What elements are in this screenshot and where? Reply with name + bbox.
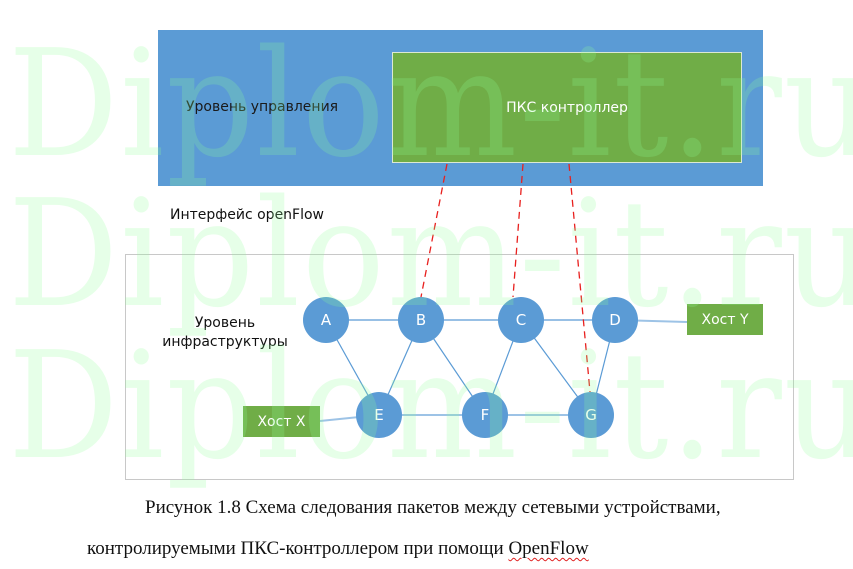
node-b: B: [398, 297, 444, 343]
caption-text: контролируемыми ПКС-контроллером при пом…: [87, 538, 509, 559]
node-d: D: [592, 297, 638, 343]
openflow-interface-label: Интерфейс openFlow: [170, 207, 325, 223]
node-g: G: [568, 392, 614, 438]
openflow-link-c: [512, 163, 524, 298]
node-a-label: A: [320, 311, 332, 329]
infrastructure-layer-label: Уровень инфраструктуры: [162, 315, 288, 350]
infrastructure-layer-box: [125, 254, 794, 480]
host-y: Хост Y: [687, 304, 763, 335]
node-e-label: E: [374, 406, 384, 424]
host-y-label: Хост Y: [701, 311, 749, 328]
openflow-link-b: [420, 163, 448, 298]
node-f-label: F: [480, 406, 490, 424]
control-layer-label: Уровень управления: [186, 99, 339, 115]
host-x-label: Хост X: [257, 413, 306, 430]
host-x: Хост X: [243, 406, 320, 437]
openflow-link-g: [568, 163, 591, 393]
node-a: A: [303, 297, 349, 343]
node-b-label: B: [415, 311, 427, 329]
sdn-controller-box: ПКС контроллер: [392, 52, 742, 163]
node-f: F: [462, 392, 508, 438]
node-d-label: D: [609, 311, 621, 329]
node-c: C: [498, 297, 544, 343]
node-g-label: G: [585, 406, 597, 424]
figure-caption-line-2: контролируемыми ПКС-контроллером при пом…: [87, 538, 589, 560]
caption-openflow-term: OpenFlow: [508, 538, 589, 559]
sdn-controller-label: ПКС контроллер: [506, 100, 628, 116]
figure-caption-line-1: Рисунок 1.8 Схема следования пакетов меж…: [145, 497, 721, 518]
node-e: E: [356, 392, 402, 438]
node-c-label: C: [515, 311, 527, 329]
